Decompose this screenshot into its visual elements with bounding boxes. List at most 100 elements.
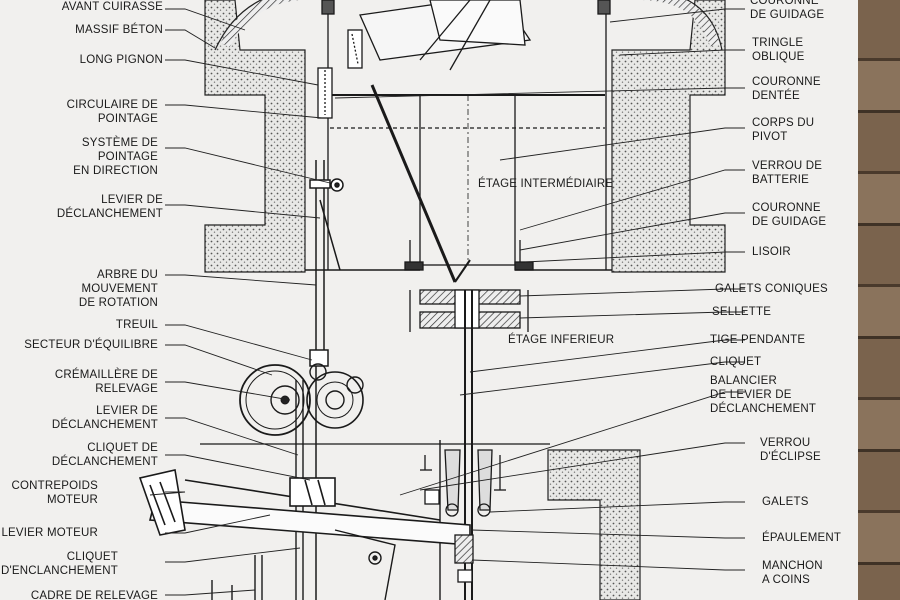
label-line: POINTAGE [97, 151, 158, 163]
label-line: BALANCIER [710, 375, 777, 387]
label-line: RELEVAGE [95, 383, 158, 395]
turret-upper [317, 0, 611, 270]
label-lisoir: LISOIR [752, 245, 791, 259]
label-tige-pendante: TIGE PENDANTE [710, 333, 805, 347]
label-cliquet-de-declanchement: CLIQUET DE DÉCLANCHEMENT [52, 441, 158, 469]
label-line: CRÉMAILLÈRE DE [54, 369, 158, 381]
label-sellette: SELLETTE [712, 305, 771, 319]
label-couronne-de-guidage-2: COURONNE DE GUIDAGE [752, 201, 826, 229]
stage-label-inferieur: ÉTAGE INFERIEUR [508, 334, 615, 346]
motor-lever [138, 469, 471, 546]
label-line: DE GUIDAGE [750, 9, 825, 21]
label-avant-cuirasse: AVANT CUIRASSE [62, 0, 163, 14]
label-levier-de-declanchement-1: LEVIER DE DÉCLANCHEMENT [57, 193, 163, 221]
label-line: COURONNE [752, 76, 821, 88]
label-line: DÉCLANCHEMENT [51, 419, 158, 431]
label-line: VERROU [760, 437, 811, 449]
label-cadre-de-relevage: CADRE DE RELEVAGE [31, 589, 158, 600]
label-long-pignon: LONG PIGNON [80, 53, 163, 67]
label-line: POINTAGE [97, 113, 158, 125]
wooden-background [858, 0, 900, 600]
label-treuil: TREUIL [116, 318, 158, 332]
oblique-rod [370, 84, 471, 283]
label-tringle-oblique: TRINGLE OBLIQUE [752, 36, 805, 64]
label-verrou-d-eclipse: VERROU D'ÉCLIPSE [760, 436, 821, 464]
label-line: DENTÉE [752, 90, 800, 102]
label-line: LEVIER MOTEUR [1, 527, 98, 539]
label-line: MOUVEMENT [81, 283, 158, 295]
label-line: CLIQUET [710, 356, 762, 368]
label-verrou-de-batterie: VERROU DE BATTERIE [752, 159, 822, 187]
stage-label-intermediaire: ÉTAGE INTERMÉDIAIRE [478, 178, 614, 190]
lower-stage [409, 289, 529, 332]
label-line: D'ENCLANCHEMENT [0, 565, 118, 577]
label-corps-du-pivot: CORPS DU PIVOT [752, 116, 814, 144]
label-line: CADRE DE RELEVAGE [30, 590, 158, 600]
label-massif-beton: MASSIF BÉTON [75, 23, 163, 37]
label-line: SELLETTE [712, 306, 772, 318]
label-line: D'ÉCLIPSE [760, 451, 821, 463]
label-line: CIRCULAIRE DE [66, 99, 158, 111]
label-line: LEVIER DE [96, 405, 158, 417]
label-line: ÉPAULEMENT [762, 532, 842, 544]
front-armour [214, 0, 723, 51]
label-line: DE ROTATION [78, 297, 158, 309]
winch [239, 363, 364, 436]
label-line: LEVIER DE [101, 194, 163, 206]
label-line: PIVOT [752, 131, 788, 143]
label-arbre-du-mouvement: ARBRE DU MOUVEMENT DE ROTATION [79, 268, 158, 310]
label-levier-de-declanchement-2: LEVIER DE DÉCLANCHEMENT [52, 404, 158, 432]
label-secteur-d-equilibre: SECTEUR D'ÉQUILIBRE [24, 338, 158, 352]
label-line: SECTEUR D'ÉQUILIBRE [24, 339, 158, 351]
label-epaulement: ÉPAULEMENT [762, 531, 841, 545]
label-line: TIGE PENDANTE [710, 334, 806, 346]
label-line: EN DIRECTION [73, 165, 158, 177]
label-line: OBLIQUE [752, 51, 805, 63]
label-cliquet: CLIQUET [710, 355, 761, 369]
turret-mechanism-drawing [138, 0, 745, 600]
label-line: GALETS [762, 496, 809, 508]
concrete-mass-lower-right [547, 449, 641, 600]
lifting-frame [211, 529, 396, 600]
label-couronne-de-guidage-1: COURONNE DE GUIDAGE [750, 0, 824, 22]
label-line: VERROU DE [752, 160, 823, 172]
label-balancier: BALANCIER DE LEVIER DE DÉCLANCHEMENT [710, 374, 816, 416]
label-galets: GALETS [762, 495, 809, 509]
label-line: BATTERIE [752, 174, 809, 186]
label-cliquet-d-enclanchement: CLIQUET D'ENCLANCHEMENT [1, 550, 118, 578]
label-line: DE LEVIER DE [710, 389, 792, 401]
label-galets-coniques: GALETS CONIQUES [715, 282, 828, 296]
label-line: MASSIF BÉTON [75, 24, 163, 36]
label-line: COURONNE [752, 202, 821, 214]
label-levier-moteur: LEVIER MOTEUR [1, 526, 98, 540]
label-line: GALETS CONIQUES [715, 283, 828, 295]
label-couronne-dentee: COURONNE DENTÉE [752, 75, 821, 103]
label-line: LISOIR [752, 246, 791, 258]
label-systeme-de-pointage: SYSTÈME DE POINTAGE EN DIRECTION [73, 136, 158, 178]
label-line: DÉCLANCHEMENT [51, 456, 158, 468]
label-contrepoids-moteur: CONTREPOIDS MOTEUR [11, 479, 98, 507]
label-line: CLIQUET [66, 551, 118, 563]
label-line: LONG PIGNON [79, 54, 163, 66]
label-cremaillere-de-relevage: CRÉMAILLÈRE DE RELEVAGE [55, 368, 158, 396]
label-line: MANCHON [762, 560, 823, 572]
label-line: TREUIL [115, 319, 158, 331]
label-manchon-a-coins: MANCHON A COINS [762, 559, 823, 587]
eclipse-latch [200, 443, 550, 583]
label-line: MOTEUR [46, 494, 98, 506]
label-line: SYSTÈME DE [81, 137, 158, 149]
label-line: CLIQUET DE [87, 442, 158, 454]
label-line: A COINS [762, 574, 811, 586]
leader-lines [149, 8, 745, 596]
label-line: CORPS DU [752, 117, 815, 129]
label-line: DE GUIDAGE [752, 216, 827, 228]
label-line: DÉCLANCHEMENT [56, 208, 163, 220]
label-circulaire-de-pointage: CIRCULAIRE DE POINTAGE [67, 98, 158, 126]
diagram-sheet: AVANT CUIRASSE MASSIF BÉTON LONG PIGNON … [0, 0, 858, 600]
label-line: AVANT CUIRASSE [61, 1, 163, 13]
label-line: COURONNE [750, 0, 819, 7]
label-line: TRINGLE [752, 37, 804, 49]
label-line: CONTREPOIDS [11, 480, 98, 492]
label-line: DÉCLANCHEMENT [710, 403, 817, 415]
label-line: ARBRE DU [96, 269, 158, 281]
